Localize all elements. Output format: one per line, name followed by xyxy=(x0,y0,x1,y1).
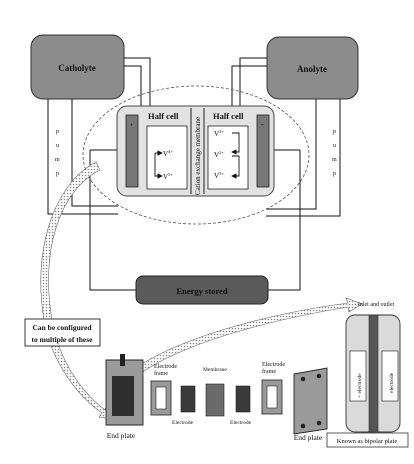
right-reaction-box xyxy=(207,125,249,190)
svg-text:End plate: End plate xyxy=(107,431,136,440)
electrode-left: Electrode xyxy=(172,385,196,426)
electrode-right: Electrode xyxy=(230,385,252,426)
bipolar-plate: Inlet and outlet + electrode electrode xyxy=(345,302,401,433)
svg-text:p: p xyxy=(56,129,59,135)
svg-text:Electrode: Electrode xyxy=(154,364,177,370)
negative-sign: - xyxy=(261,120,264,129)
membrane: Membrane xyxy=(203,367,227,417)
end-plate-left: End plate xyxy=(105,354,144,440)
svg-text:frame: frame xyxy=(154,370,168,377)
electrode-frame-left: Electrode frame xyxy=(150,364,177,416)
energy-stored-box: Energy stored xyxy=(135,275,269,305)
svg-text:p: p xyxy=(56,171,59,177)
bipolar-caption: Known as bipolar plate xyxy=(326,432,409,448)
svg-text:p: p xyxy=(333,129,336,135)
svg-text:Membrane: Membrane xyxy=(203,367,227,373)
cell-highlight-ellipse xyxy=(82,85,310,225)
bipolar-positive-electrode: + electrode xyxy=(357,373,363,398)
left-reaction-box xyxy=(146,125,188,190)
zoom-arrow-right xyxy=(129,297,363,379)
right-pump-label: p u m p xyxy=(332,129,337,177)
svg-text:Electrode: Electrode xyxy=(230,420,252,426)
svg-text:m: m xyxy=(55,157,60,163)
configure-callout: Can be configured to multiple of these xyxy=(24,318,101,347)
right-species-mid: V2+ xyxy=(214,150,224,159)
flow-cell: Cation exchange membrane + - Half cell H… xyxy=(116,105,275,197)
svg-text:p: p xyxy=(333,171,336,177)
left-species-top: V4+ xyxy=(163,149,173,158)
bipolar-negative-electrode: electrode xyxy=(389,372,395,393)
right-species-bottom: V3+ xyxy=(214,171,224,180)
svg-text:frame: frame xyxy=(262,368,276,375)
left-pump-label: p u m p xyxy=(55,129,60,177)
energy-stored-label: Energy stored xyxy=(176,286,227,296)
inlet-outlet-label: Inlet and outlet xyxy=(358,302,395,308)
svg-text:to multiple of these: to multiple of these xyxy=(31,335,93,344)
left-half-cell-title: Half cell xyxy=(148,111,179,121)
anolyte-label: Anolyte xyxy=(297,64,327,74)
svg-text:m: m xyxy=(332,157,337,163)
catholyte-label: Catholyte xyxy=(58,63,96,73)
svg-text:Electrode: Electrode xyxy=(262,362,285,368)
svg-text:End plate: End plate xyxy=(294,433,323,442)
electrode-frame-right: Electrode frame xyxy=(261,362,285,415)
svg-text:Electrode: Electrode xyxy=(172,420,194,426)
positive-electrode xyxy=(125,114,139,188)
right-species-top: V3+ xyxy=(214,129,224,138)
svg-text:u: u xyxy=(333,143,336,149)
svg-text:Can be configured: Can be configured xyxy=(32,323,92,332)
end-plate-right: End plate xyxy=(293,367,328,442)
anolyte-tank: Anolyte xyxy=(266,36,359,100)
negative-electrode xyxy=(256,114,270,188)
svg-text:Known as bipolar plate: Known as bipolar plate xyxy=(337,438,398,445)
svg-text:u: u xyxy=(56,143,59,149)
left-species-bottom: V5+ xyxy=(163,172,173,181)
positive-sign: + xyxy=(130,123,134,129)
catholyte-tank: Catholyte xyxy=(30,34,125,100)
pipework xyxy=(47,57,341,291)
membrane-label: Cation exchange membrane xyxy=(194,117,202,195)
right-half-cell-title: Half cell xyxy=(213,111,244,121)
